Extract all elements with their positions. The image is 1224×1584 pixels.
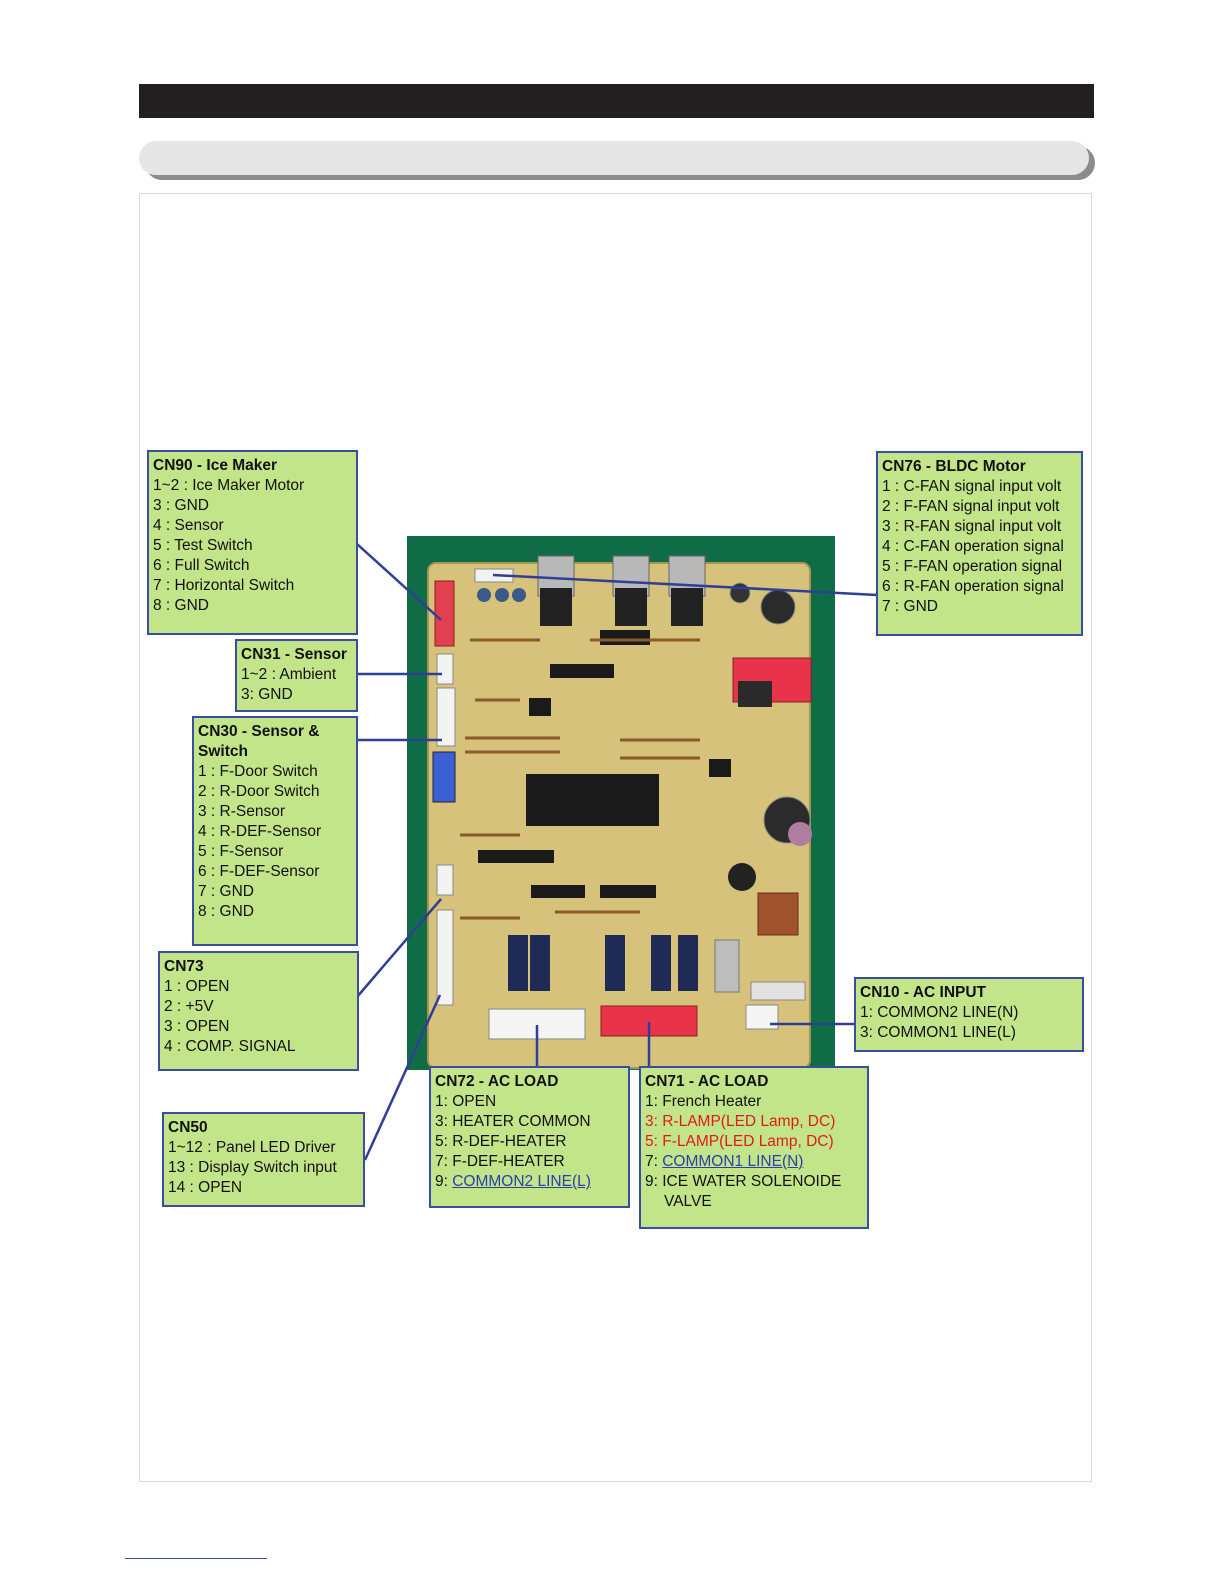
fuse — [750, 981, 806, 1001]
cn76-line: 5 : F-FAN operation signal — [882, 558, 1063, 575]
label-cn72: CN72 - AC LOAD 1: OPEN 3: HEATER COMMON … — [429, 1066, 630, 1208]
cn71-line-9-cont: VALVE — [664, 1193, 712, 1210]
header-bar — [139, 84, 1094, 118]
cn50-line: 1~12 : Panel LED Driver — [168, 1139, 336, 1156]
cn72-line-9: 9: COMMON2 LINE(L) — [435, 1172, 624, 1192]
cn73-line: 3 : OPEN — [164, 1018, 230, 1035]
cn72-line: 3: HEATER COMMON — [435, 1113, 591, 1130]
connector-cn73 — [436, 864, 454, 896]
cn76-line: 1 : C-FAN signal input volt — [882, 478, 1062, 495]
cn72-line: 7: F-DEF-HEATER — [435, 1153, 565, 1170]
cn76-line: 7 : GND — [882, 598, 938, 615]
coil — [757, 892, 799, 936]
relay-grey — [714, 939, 740, 993]
cn90-line: 7 : Horizontal Switch — [153, 577, 295, 594]
cn50-line: 13 : Display Switch input — [168, 1159, 337, 1176]
cn90-line: 6 : Full Switch — [153, 557, 250, 574]
label-cn90: CN90 - Ice Maker 1~2 : Ice Maker Motor 3… — [147, 450, 358, 635]
cn50-line: 14 : OPEN — [168, 1179, 243, 1196]
cn90-line: 5 : Test Switch — [153, 537, 253, 554]
cn31-title: CN31 - Sensor — [241, 646, 347, 663]
cn90-title: CN90 - Ice Maker — [153, 457, 278, 474]
cn71-line-3: 3: R-LAMP(LED Lamp, DC) — [645, 1113, 836, 1130]
cn31-line: 1~2 : Ambient — [241, 666, 337, 683]
label-cn30: CN30 - Sensor & Switch 1 : F-Door Switch… — [192, 716, 358, 946]
resistor-rows — [460, 638, 700, 920]
cn10-line: 3: COMMON1 LINE(L) — [860, 1024, 1016, 1041]
cn72-line-9-prefix: 9: — [435, 1173, 453, 1190]
cn73-line: 4 : COMP. SIGNAL — [164, 1038, 296, 1055]
cn71-line-1: 1: French Heater — [645, 1093, 762, 1110]
footer-rule — [125, 1558, 267, 1559]
cn50-title: CN50 — [168, 1119, 208, 1136]
label-cn50: CN50 1~12 : Panel LED Driver 13 : Displa… — [162, 1112, 365, 1207]
relays — [508, 935, 698, 991]
cn71-line-7: 7: COMMON1 LINE(N) — [645, 1152, 863, 1172]
cn30-line: 5 : F-Sensor — [198, 843, 284, 860]
cn30-line: 4 : R-DEF-Sensor — [198, 823, 322, 840]
cn71-common1-link[interactable]: COMMON1 LINE(N) — [662, 1153, 804, 1170]
cn72-title: CN72 - AC LOAD — [435, 1073, 559, 1090]
connector-cn10 — [745, 1004, 779, 1030]
microcontroller-chip — [526, 774, 659, 826]
connector-cn50 — [436, 909, 454, 1006]
cn71-line-7-prefix: 7: — [645, 1153, 663, 1170]
cn10-title: CN10 - AC INPUT — [860, 984, 987, 1001]
cn30-line: 1 : F-Door Switch — [198, 763, 318, 780]
cn72-common2-link[interactable]: COMMON2 LINE(L) — [452, 1173, 591, 1190]
cn10-line: 1: COMMON2 LINE(N) — [860, 1004, 1019, 1021]
connector-cn30 — [436, 687, 456, 747]
section-title-bar — [139, 141, 1089, 175]
cn72-line: 5: R-DEF-HEATER — [435, 1133, 567, 1150]
cn90-line: 8 : GND — [153, 597, 209, 614]
cn76-line: 6 : R-FAN operation signal — [882, 578, 1064, 595]
cn71-title: CN71 - AC LOAD — [645, 1073, 769, 1090]
regulators — [540, 588, 703, 626]
cn90-line: 1~2 : Ice Maker Motor — [153, 477, 305, 494]
label-cn76: CN76 - BLDC Motor 1 : C-FAN signal input… — [876, 451, 1083, 636]
capacitors — [477, 582, 812, 846]
label-cn10: CN10 - AC INPUT 1: COMMON2 LINE(N) 3: CO… — [854, 977, 1084, 1052]
label-cn31: CN31 - Sensor 1~2 : Ambient 3: GND — [235, 639, 358, 712]
cn73-title: CN73 — [164, 958, 204, 975]
cn30-title: Switch — [198, 743, 248, 760]
cn30-title: CN30 - Sensor & — [198, 723, 320, 740]
cn71-line-9: 9: ICE WATER SOLENOIDE — [645, 1173, 842, 1190]
cn76-line: 2 : F-FAN signal input volt — [882, 498, 1060, 515]
label-cn73: CN73 1 : OPEN 2 : +5V 3 : OPEN 4 : COMP.… — [158, 951, 359, 1071]
cn30-line: 7 : GND — [198, 883, 254, 900]
cn76-title: CN76 - BLDC Motor — [882, 458, 1026, 475]
label-cn71: CN71 - AC LOAD 1: French Heater 3: R-LAM… — [639, 1066, 869, 1229]
leader-lines — [356, 543, 878, 1161]
cn76-line: 4 : C-FAN operation signal — [882, 538, 1064, 555]
cn31-line: 3: GND — [241, 686, 293, 703]
cn30-line: 6 : F-DEF-Sensor — [198, 863, 320, 880]
connector-cn31 — [436, 653, 454, 685]
connector-blue — [432, 751, 456, 803]
cn90-line: 3 : GND — [153, 497, 209, 514]
cn30-line: 8 : GND — [198, 903, 254, 920]
content-frame — [139, 193, 1092, 1482]
cn71-line-5: 5: F-LAMP(LED Lamp, DC) — [645, 1133, 834, 1150]
cn30-line: 2 : R-Door Switch — [198, 783, 320, 800]
cn73-line: 1 : OPEN — [164, 978, 230, 995]
cn90-line: 4 : Sensor — [153, 517, 224, 534]
cn30-line: 3 : R-Sensor — [198, 803, 286, 820]
cn72-line: 1: OPEN — [435, 1093, 497, 1110]
cn73-line: 2 : +5V — [164, 998, 214, 1015]
connector-cn90 — [434, 580, 455, 647]
varistor — [728, 863, 756, 891]
cn76-line: 3 : R-FAN signal input volt — [882, 518, 1062, 535]
